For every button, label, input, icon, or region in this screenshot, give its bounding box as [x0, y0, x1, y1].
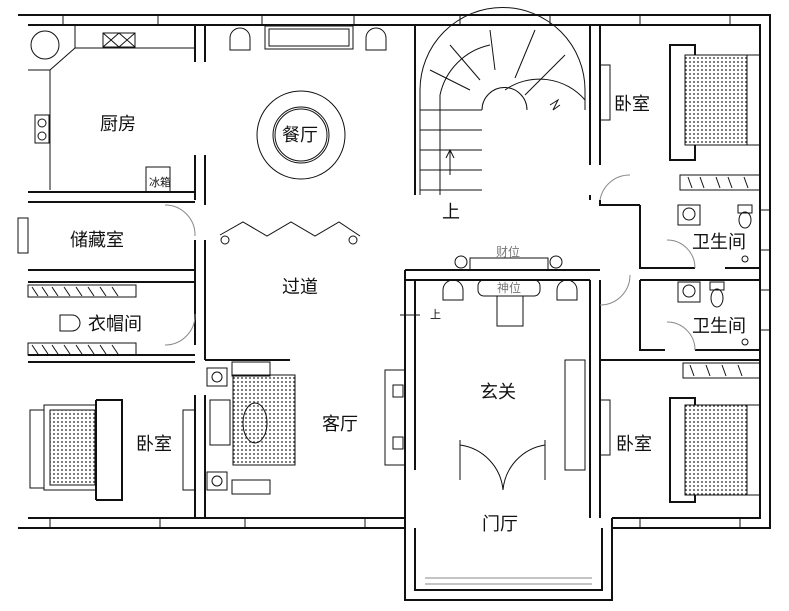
- window: [639, 517, 741, 529]
- stair-up-label: 上: [442, 202, 460, 223]
- dining-table: 餐厅: [229, 25, 387, 180]
- room-label-corridor: 过道: [282, 277, 318, 298]
- outer-walls: [17, 14, 771, 529]
- room-label-entrance-hall: 门厅: [482, 514, 518, 535]
- window: [639, 14, 731, 26]
- stove-icon: [102, 32, 136, 48]
- sofa-set: [206, 361, 406, 495]
- wardrobe-rail: [27, 284, 137, 356]
- window: [244, 517, 366, 529]
- bath-fixtures: [677, 204, 753, 346]
- bed-top-right: [599, 44, 761, 191]
- window: [62, 14, 159, 26]
- fridge-icon: [145, 166, 171, 193]
- fridge-label: 冰箱: [149, 175, 171, 189]
- sink-icon: [30, 30, 60, 60]
- wealth-position-label: 财位: [496, 244, 520, 259]
- decorative-screen: [219, 221, 361, 245]
- room-label-bedroom-top-right: 卧室: [614, 94, 650, 115]
- room-label-bath-2: 卫生间: [692, 316, 746, 337]
- room-label-bedroom-left: 卧室: [136, 434, 172, 455]
- bed-left: [29, 399, 196, 501]
- room-label-bath-1: 卫生间: [692, 232, 746, 253]
- step-up-label: 上: [430, 308, 441, 321]
- window: [49, 517, 161, 529]
- kitchen-fixtures: 冰箱 厨房: [28, 25, 195, 193]
- cooktop-icon: [34, 114, 50, 144]
- interior-walls: [28, 25, 760, 601]
- window: [759, 289, 771, 331]
- room-label-dining: 餐厅: [282, 125, 318, 146]
- window: [759, 209, 771, 251]
- window: [261, 14, 355, 26]
- armchair-icon: [229, 27, 251, 51]
- armchair-icon: [365, 27, 387, 51]
- room-label-foyer: 玄关: [480, 382, 516, 403]
- staircase: [419, 7, 586, 195]
- room-label-cloakroom: 衣帽间: [88, 314, 142, 335]
- room-label-kitchen: 厨房: [100, 114, 136, 135]
- bed-bottom-right: [599, 362, 761, 503]
- room-label-bedroom-bottom-right: 卧室: [616, 434, 652, 455]
- room-label-storage: 储藏室: [70, 230, 124, 251]
- window: [459, 14, 551, 26]
- room-label-living: 客厅: [322, 414, 358, 435]
- shrine-area: [400, 255, 586, 491]
- shrine-position-label: 神位: [497, 280, 521, 295]
- window: [17, 217, 29, 254]
